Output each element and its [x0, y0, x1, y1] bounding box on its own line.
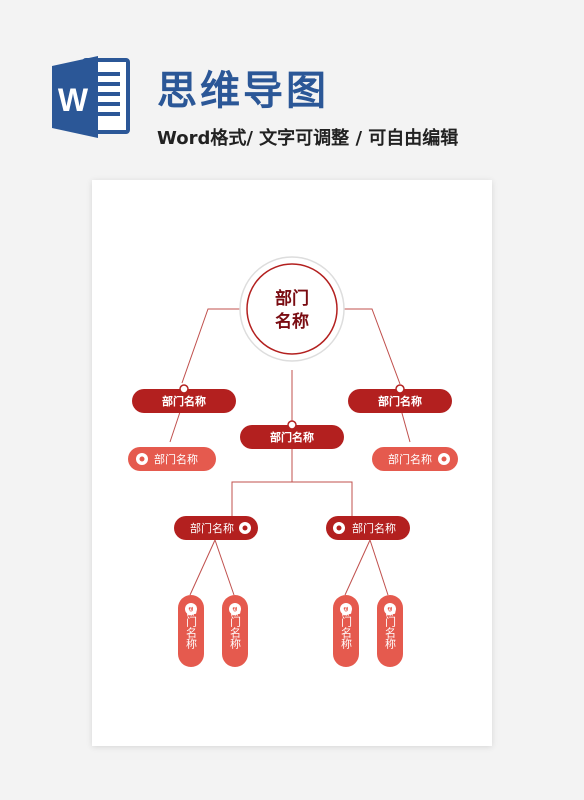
leaf-label: 部门名称	[384, 604, 397, 650]
left-branch-label: 部门名称	[162, 394, 206, 408]
center-left-child-label: 部门名称	[190, 521, 234, 535]
leaf-label: 部门名称	[229, 604, 242, 650]
header: W 思维导图 Word格式/ 文字可调整 / 可自由编辑	[0, 0, 584, 170]
right-sub-label: 部门名称	[388, 452, 432, 466]
page-title: 思维导图	[157, 68, 329, 114]
leaf-label: 部门名称	[340, 604, 353, 650]
leaf-node[interactable]: 部门名称	[178, 595, 204, 667]
leaf-node[interactable]: 部门名称	[377, 595, 403, 667]
center-right-child-node[interactable]: 部门名称	[326, 516, 410, 540]
center-branch-node[interactable]: 部门名称	[240, 420, 344, 449]
leaf-label: 部门名称	[185, 604, 198, 650]
right-branch-label: 部门名称	[378, 394, 422, 408]
root-node-label-line1: 部门	[275, 288, 309, 309]
right-sub-node[interactable]: 部门名称	[372, 447, 458, 471]
root-node-label-line2: 名称	[275, 311, 309, 332]
left-branch-node[interactable]: 部门名称	[132, 384, 236, 413]
leaf-node[interactable]: 部门名称	[222, 595, 248, 667]
left-sub-label: 部门名称	[154, 452, 198, 466]
document-sheet: 部门 名称 部门名称 部门名称 部门名称 部门名称	[92, 180, 492, 746]
mindmap-diagram: 部门 名称 部门名称 部门名称 部门名称 部门名称	[128, 256, 458, 667]
center-right-child-label: 部门名称	[352, 521, 396, 535]
left-branch-connector-dot	[179, 384, 189, 394]
right-branch-node[interactable]: 部门名称	[348, 384, 452, 413]
center-left-child-node[interactable]: 部门名称	[174, 516, 258, 540]
center-branch-connector-dot	[287, 420, 297, 430]
right-branch-connector-dot	[395, 384, 405, 394]
page-subtitle: Word格式/ 文字可调整 / 可自由编辑	[157, 128, 459, 149]
center-branch-label: 部门名称	[270, 430, 314, 444]
leaf-node[interactable]: 部门名称	[333, 595, 359, 667]
root-node[interactable]: 部门 名称	[239, 256, 345, 362]
word-logo-letter: W	[58, 82, 89, 118]
left-sub-node[interactable]: 部门名称	[128, 447, 216, 471]
word-document-icon: W	[52, 56, 130, 138]
